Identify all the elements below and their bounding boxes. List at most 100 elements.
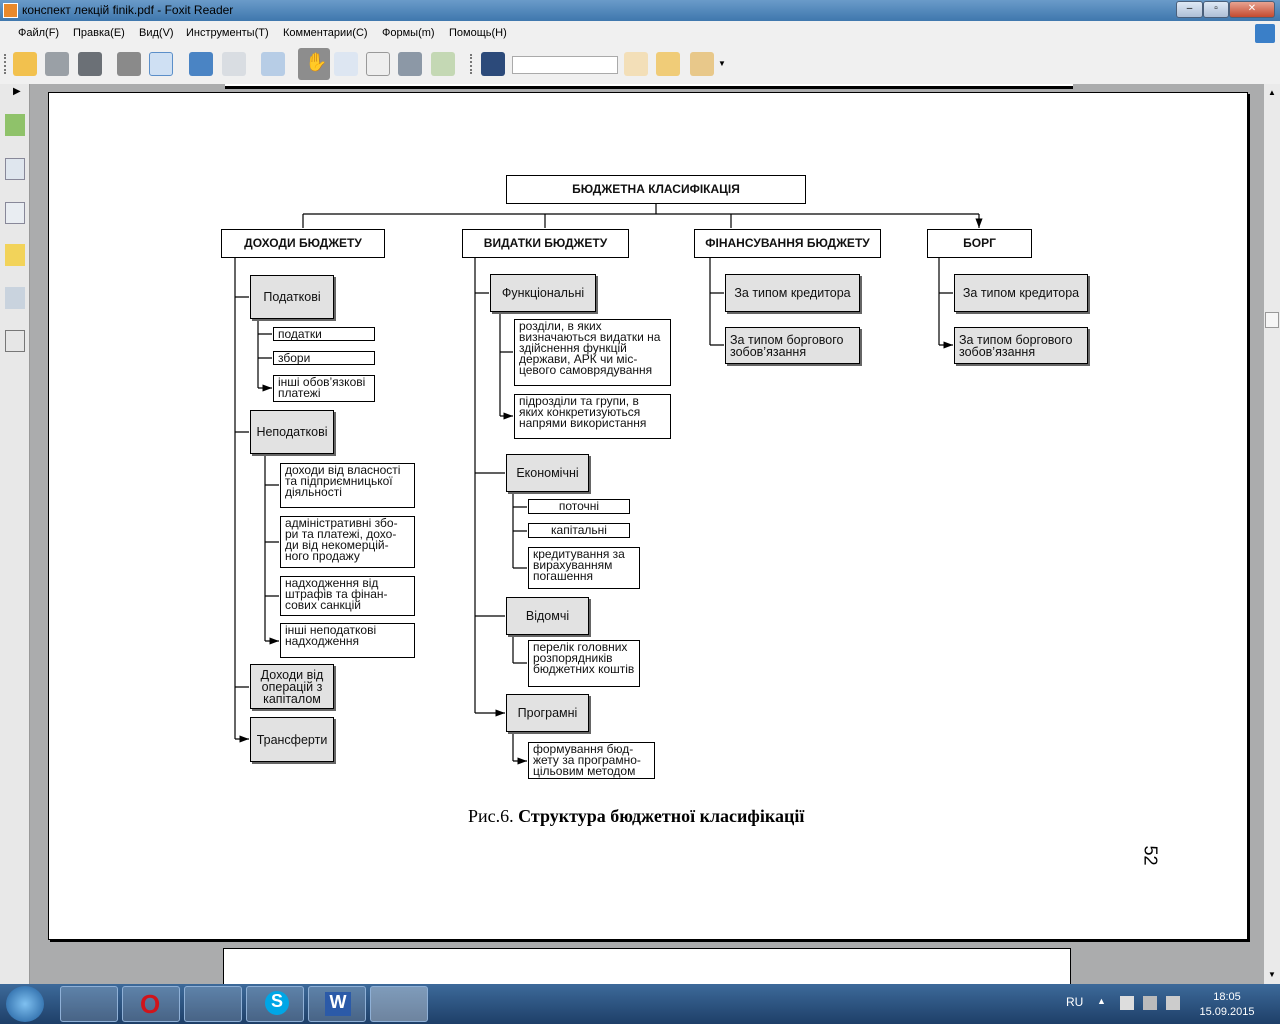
toolbar-grip[interactable] xyxy=(4,54,6,74)
node-nontax-item: доходи від власності та підприємницької … xyxy=(280,463,415,508)
menu-edit[interactable]: Правка(E) xyxy=(73,27,125,39)
menu-view[interactable]: Вид(V) xyxy=(139,27,174,39)
taskbar: O S W RU ▲ 18:05 15.09.2015 xyxy=(0,984,1280,1024)
node-economic-item: поточні xyxy=(528,499,630,514)
find-next-icon[interactable] xyxy=(656,52,680,76)
save-as-icon[interactable] xyxy=(78,52,102,76)
node-nontax: Неподаткові xyxy=(250,410,334,454)
node-departmental: Відомчі xyxy=(506,597,589,635)
show-hidden-icons[interactable]: ▲ xyxy=(1097,996,1106,1006)
save-icon[interactable] xyxy=(45,52,69,76)
node-financing-creditor: За типом кредитора xyxy=(725,274,860,312)
navigation-sidebar: ▶ xyxy=(0,84,30,984)
search-input[interactable] xyxy=(512,56,618,74)
menu-tools[interactable]: Инструменты(T) xyxy=(186,27,269,39)
clock-time: 18:05 xyxy=(1213,991,1241,1003)
close-button[interactable]: ✕ xyxy=(1229,1,1275,18)
node-functional-item: підрозділи та групи, в яких конкретизуют… xyxy=(514,394,671,439)
scrollbar-thumb[interactable] xyxy=(1265,312,1279,328)
node-economic-item: кредитування за вирахуванням погашення xyxy=(528,547,640,589)
toolbar: ✋ ▼ xyxy=(0,46,1280,84)
text-select-icon[interactable] xyxy=(366,52,390,76)
maximize-button[interactable]: ▫ xyxy=(1203,1,1229,18)
language-indicator[interactable]: RU xyxy=(1066,995,1084,1009)
branch-expenses: ВИДАТКИ БЮДЖЕТУ xyxy=(462,229,629,258)
figure-caption: Рис.6. Структура бюджетної класифікації xyxy=(468,806,804,827)
node-tax: Податкові xyxy=(250,275,334,319)
pages-icon[interactable] xyxy=(5,158,25,180)
node-tax-item: інші обов’язкові платежі xyxy=(273,375,375,402)
window-title: конспект лекцій finik.pdf - Foxit Reader xyxy=(22,3,234,17)
chrome-taskbar-icon[interactable] xyxy=(184,986,242,1022)
node-tax-item: збори xyxy=(273,351,375,365)
node-tax-item: податки xyxy=(273,327,375,341)
word-taskbar-icon[interactable]: W xyxy=(308,986,366,1022)
vertical-scrollbar[interactable]: ▲ ▼ xyxy=(1264,84,1280,984)
menu-bar: Файл(F) Правка(E) Вид(V) Инструменты(T) … xyxy=(0,21,1280,46)
node-functional: Функціональні xyxy=(490,274,596,312)
volume-muted-icon[interactable] xyxy=(1166,996,1180,1010)
node-program-item: формування бюд-жету за програмно-цільови… xyxy=(528,742,655,779)
open-icon[interactable] xyxy=(13,52,37,76)
node-capital: Доходи від операцій з капіталом xyxy=(250,664,334,709)
page-number: 52 xyxy=(1140,845,1161,866)
node-debt-creditor: За типом кредитора xyxy=(954,274,1088,312)
skype-taskbar-icon[interactable]: S xyxy=(246,986,304,1022)
fullscreen-icon[interactable] xyxy=(189,52,213,76)
opera-taskbar-icon[interactable]: O xyxy=(122,986,180,1022)
page-display-icon[interactable] xyxy=(261,52,285,76)
search-options-icon[interactable] xyxy=(690,52,714,76)
action-center-icon[interactable] xyxy=(1120,996,1134,1010)
caption-prefix: Рис.6. xyxy=(468,806,519,826)
branch-financing: ФІНАНСУВАННЯ БЮДЖЕТУ xyxy=(694,229,881,258)
menu-help[interactable]: Помощь(H) xyxy=(449,27,507,39)
clock-date: 15.09.2015 xyxy=(1199,1006,1255,1018)
toolbar-grip-2[interactable] xyxy=(470,54,472,74)
node-economic: Економічні xyxy=(506,454,589,492)
root-node: БЮДЖЕТНА КЛАСИФІКАЦІЯ xyxy=(506,175,806,204)
next-page xyxy=(223,948,1071,988)
attachments-icon[interactable] xyxy=(5,287,25,309)
node-transfers: Трансферти xyxy=(250,717,334,762)
node-nontax-item: інші неподаткові надходження xyxy=(280,623,415,658)
foxit-taskbar-icon[interactable] xyxy=(370,986,428,1022)
select-text-icon[interactable] xyxy=(334,52,358,76)
layers-icon[interactable] xyxy=(5,202,25,224)
restore-document-icon[interactable] xyxy=(1255,24,1275,43)
menu-forms[interactable]: Формы(m) xyxy=(382,27,435,39)
node-nontax-item: адміністративні збо-ри та платежі, дохо-… xyxy=(280,516,415,568)
bookmarks-icon[interactable] xyxy=(5,114,25,136)
find-previous-icon[interactable] xyxy=(624,52,648,76)
menu-comments[interactable]: Комментарии(C) xyxy=(283,27,368,39)
node-financing-obligation: За типом боргового зобов’язання xyxy=(725,327,860,364)
branch-debt: БОРГ xyxy=(927,229,1032,258)
node-functional-item: розділи, в яких визначаються видатки на … xyxy=(514,319,671,386)
email-icon[interactable] xyxy=(149,52,173,76)
scroll-up-icon[interactable]: ▲ xyxy=(1268,88,1276,97)
explorer-taskbar-icon[interactable] xyxy=(60,986,118,1022)
foxit-app-icon xyxy=(3,3,18,18)
sign-icon[interactable] xyxy=(431,52,455,76)
node-nontax-item: надходження від штрафів та фінан-сових с… xyxy=(280,576,415,616)
read-mode-icon[interactable] xyxy=(222,52,246,76)
menu-file[interactable]: Файл(F) xyxy=(18,27,60,39)
title-bar: конспект лекцій finik.pdf - Foxit Reader… xyxy=(0,0,1280,21)
caption-title: Структура бюджетної класифікації xyxy=(518,806,805,826)
scroll-down-icon[interactable]: ▼ xyxy=(1268,970,1276,979)
snapshot-icon[interactable] xyxy=(398,52,422,76)
start-button[interactable] xyxy=(6,986,44,1022)
node-departmental-item: перелік головних розпорядників бюджетних… xyxy=(528,640,640,687)
clock[interactable]: 18:05 15.09.2015 xyxy=(1196,990,1258,1020)
network-icon[interactable] xyxy=(1143,996,1157,1010)
hand-tool-icon[interactable]: ✋ xyxy=(298,48,330,80)
node-economic-item: капітальні xyxy=(528,523,630,538)
expand-panel-icon[interactable]: ▶ xyxy=(13,86,21,97)
find-binoculars-icon[interactable] xyxy=(481,52,505,76)
node-program: Програмні xyxy=(506,694,589,732)
print-icon[interactable] xyxy=(117,52,141,76)
minimize-button[interactable]: – xyxy=(1176,1,1203,18)
dropdown-arrow-icon[interactable]: ▼ xyxy=(718,59,726,68)
signatures-icon[interactable] xyxy=(5,330,25,352)
comments-icon[interactable] xyxy=(5,244,25,266)
